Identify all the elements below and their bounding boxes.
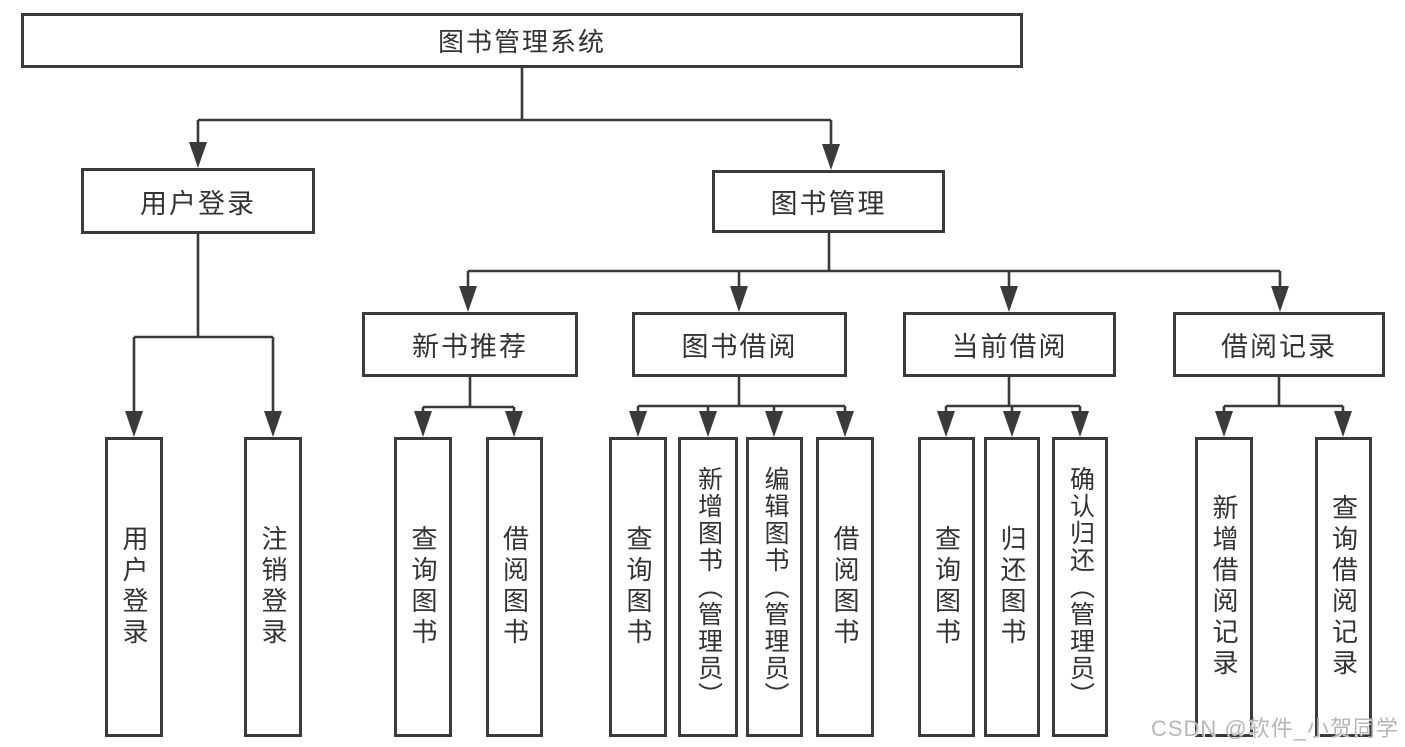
node-label: 注销登录: [258, 525, 288, 649]
node-label: 用户登录: [119, 525, 149, 649]
watermark: CSDN @软件_小贺同学: [1150, 716, 1399, 741]
leaf-edit-books-admin: 编辑图书（管理员）: [746, 437, 803, 737]
node-current-borrowing: 当前借阅: [903, 312, 1116, 377]
node-library-management-system: 图书管理系统: [21, 13, 1023, 68]
leaf-add-borrow-record: 新增借阅记录: [1195, 437, 1253, 737]
node-label: 查询借阅记录: [1328, 494, 1359, 680]
leaf-add-books-admin: 新增图书（管理员）: [678, 437, 738, 737]
node-label: 编辑图书（管理员）: [761, 465, 789, 709]
leaf-borrowing-borrow-books: 借阅图书: [816, 437, 874, 737]
leaf-confirm-return-admin: 确认归还（管理员）: [1052, 437, 1108, 737]
leaf-logout: 注销登录: [244, 437, 302, 737]
node-label: 新增图书（管理员）: [694, 465, 723, 709]
node-user-login: 用户登录: [81, 168, 315, 234]
node-label: 借阅图书: [830, 525, 860, 649]
node-label: 用户登录: [140, 188, 256, 219]
node-label: 查询图书: [623, 525, 653, 649]
node-label: 确认归还（管理员）: [1066, 465, 1095, 709]
node-label: 查询图书: [931, 525, 962, 649]
node-label: 当前借阅: [951, 332, 1068, 362]
arrowheads: [125, 142, 1352, 437]
node-label: 借阅图书: [499, 525, 530, 649]
leaf-user-login: 用户登录: [105, 437, 163, 737]
node-new-book-recommend: 新书推荐: [362, 312, 578, 377]
node-label: 新书推荐: [412, 332, 528, 362]
leaf-new-book-borrow-books: 借阅图书: [486, 437, 543, 737]
leaf-current-query-books: 查询图书: [918, 437, 975, 737]
node-label: 新增借阅记录: [1209, 494, 1239, 680]
node-book-borrowing: 图书借阅: [632, 312, 847, 377]
leaf-new-book-query-books: 查询图书: [394, 437, 452, 737]
node-borrowing-records: 借阅记录: [1173, 312, 1385, 377]
node-label: 图书管理: [770, 189, 887, 219]
node-label: 图书管理系统: [437, 27, 606, 57]
connector-paths: [132, 67, 1345, 420]
leaf-borrowing-query-books: 查询图书: [609, 437, 667, 737]
node-label: 查询图书: [408, 525, 438, 649]
node-label: 借阅记录: [1221, 332, 1337, 362]
node-label: 图书借阅: [681, 332, 798, 362]
leaf-return-books: 归还图书: [984, 437, 1040, 737]
node-book-management: 图书管理: [712, 170, 945, 233]
leaf-query-borrow-record: 查询借阅记录: [1315, 437, 1372, 737]
node-label: 归还图书: [997, 525, 1027, 649]
